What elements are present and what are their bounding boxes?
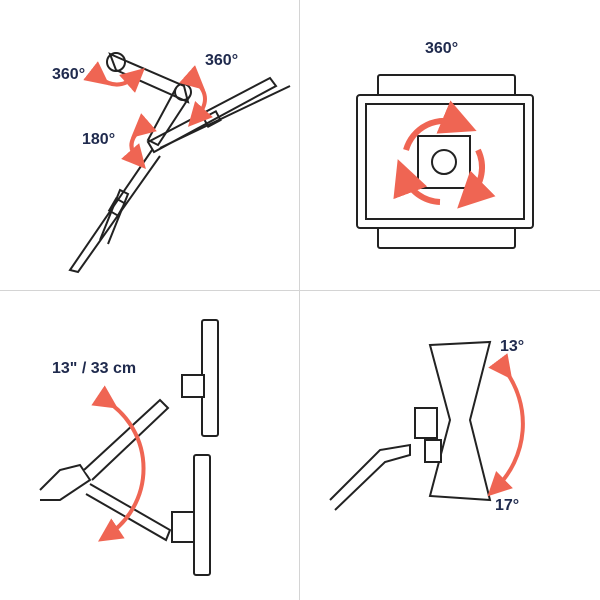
rotation-arrows [83,61,213,170]
pivot-label: 180° [82,131,116,148]
tilt-up-label: 13° [500,338,525,355]
height-arrow [91,385,146,542]
height-adjust-illustration [39,319,219,576]
tilt-arrow [487,353,525,497]
rotation-label: 360° [425,40,459,57]
monitor-front-view [356,74,534,249]
horizontal-divider [0,290,600,291]
tilt-down-label: 17° [495,497,520,514]
tilt-illustration [329,340,492,511]
swivel-label-2: 360° [205,52,239,69]
swivel-label-1: 360° [52,66,86,83]
rotation-arrows-360 [393,100,496,209]
height-label: 13" / 33 cm [52,360,137,377]
vertical-divider [299,0,300,600]
monitor-arm-illustration [68,52,291,274]
